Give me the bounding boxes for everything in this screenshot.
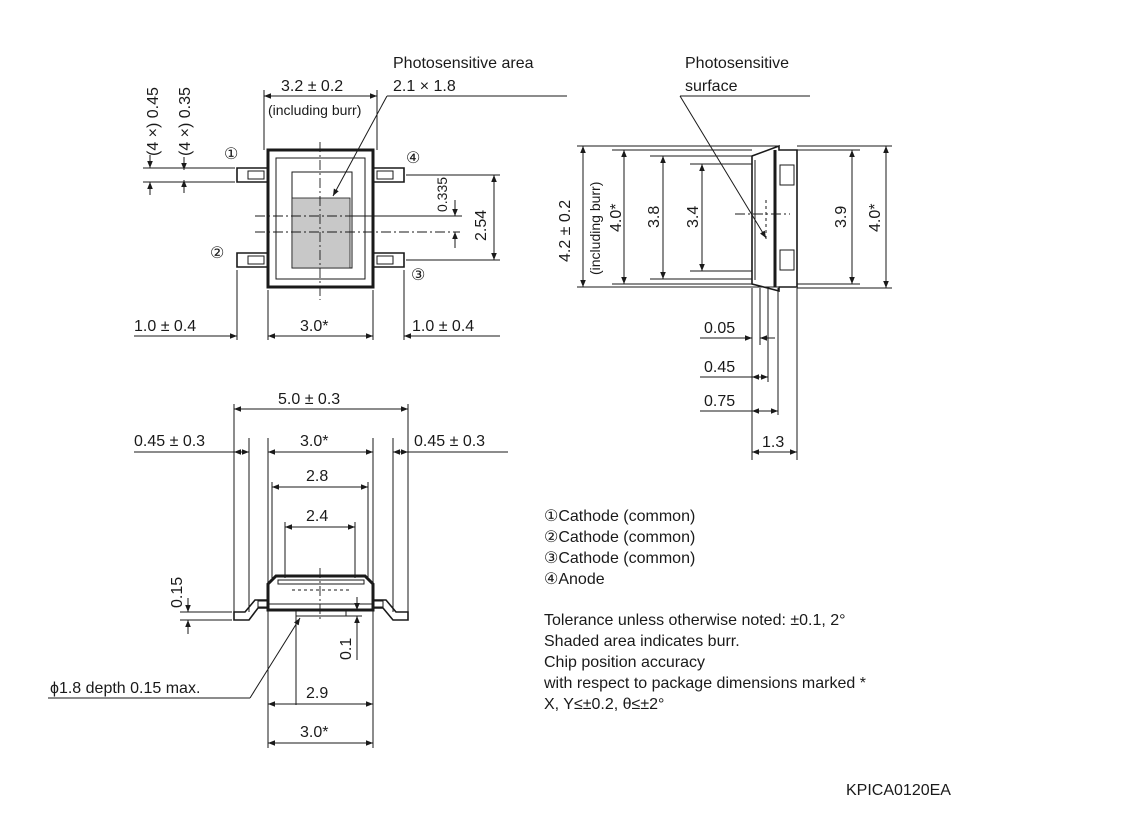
lead-width-b: (4 ×) 0.35 [177,87,194,156]
side-dim-39: 3.9 [833,206,850,228]
pin3-marker: ③ [411,267,425,284]
photosensitive-area-dim: 2.1 × 1.8 [393,78,456,95]
front-dim-015: 0.15 [169,577,186,608]
lead-width-a: (4 ×) 0.45 [145,87,162,156]
side-dim-13: 1.3 [762,434,784,451]
side-package-outline [751,144,798,293]
width-note: (including burr) [268,102,361,118]
side-dim-34: 3.4 [685,206,702,228]
side-view: Photosensitive surface 4.2 ± 0.2 (includ… [557,55,892,460]
left-lead-dim: 1.0 ± 0.4 [134,318,196,335]
front-right-lead [373,599,409,621]
pin-legend-2: ②Cathode (common) [544,529,696,546]
pin1-marker: ① [224,146,238,163]
front-hole [295,609,347,617]
front-overall-dim: 5.0 ± 0.3 [278,391,340,408]
pin-legend-3: ③Cathode (common) [544,550,696,567]
width-dim: 3.2 ± 0.2 [281,78,343,95]
pin-legend-4: ④Anode [544,571,605,588]
front-view: 5.0 ± 0.3 3.0* 0.45 ± 0.3 0.45 ± 0.3 2.8… [48,391,508,748]
front-hole-label: ϕ1.8 depth 0.15 max. [50,680,200,697]
side-dim-045: 0.45 [704,359,735,376]
side-dim-005: 0.05 [704,320,735,337]
front-dim-28: 2.8 [306,468,328,485]
pin2-marker: ② [210,245,224,262]
note-tolerance: Tolerance unless otherwise noted: ±0.1, … [544,612,846,629]
offset-dim: 0.335 [434,177,450,212]
top-leads [236,167,405,268]
note-chip-position: Chip position accuracy [544,654,705,671]
surface-label-1: Photosensitive [685,55,789,72]
note-reference: with respect to package dimensions marke… [544,675,866,692]
front-left-lead [233,599,268,621]
side-height-note: (including burr) [587,182,603,275]
chip-dim-top: 3.0* [300,318,328,335]
front-right-lead-dim: 0.45 ± 0.3 [414,433,485,450]
front-dim-24: 2.4 [306,508,328,525]
right-lead-dim: 1.0 ± 0.4 [412,318,474,335]
note-accuracy: X, Y≤±0.2, θ≤±2° [544,696,665,713]
front-dim-01: 0.1 [338,638,355,660]
front-dim-29: 2.9 [306,685,328,702]
drawing-code: KPICA0120EA [846,782,951,799]
package-outline [266,148,375,289]
pitch-dim: 2.54 [473,210,490,241]
side-chip-dim-left: 4.0* [608,204,625,232]
notes-block: ①Cathode (common) ②Cathode (common) ③Cat… [544,506,1004,715]
side-dim-38: 3.8 [646,206,663,228]
front-bottom-chip-dim: 3.0* [300,724,328,741]
note-shaded: Shaded area indicates burr. [544,633,740,650]
pin-legend-1: ①Cathode (common) [544,508,696,525]
photosensitive-area-label: Photosensitive area [393,55,534,72]
photosensitive-area [291,197,351,269]
side-chip-dim-right: 4.0* [867,204,884,232]
pin4-marker: ④ [406,150,420,167]
surface-label-2: surface [685,78,738,95]
side-dim-075: 0.75 [704,393,735,410]
front-left-lead-dim: 0.45 ± 0.3 [134,433,205,450]
front-chip-dim: 3.0* [300,433,328,450]
top-view: ① ④ ② ③ Photosensitive area 2.1 × 1.8 3.… [134,55,567,340]
side-height-dim: 4.2 ± 0.2 [557,200,574,262]
